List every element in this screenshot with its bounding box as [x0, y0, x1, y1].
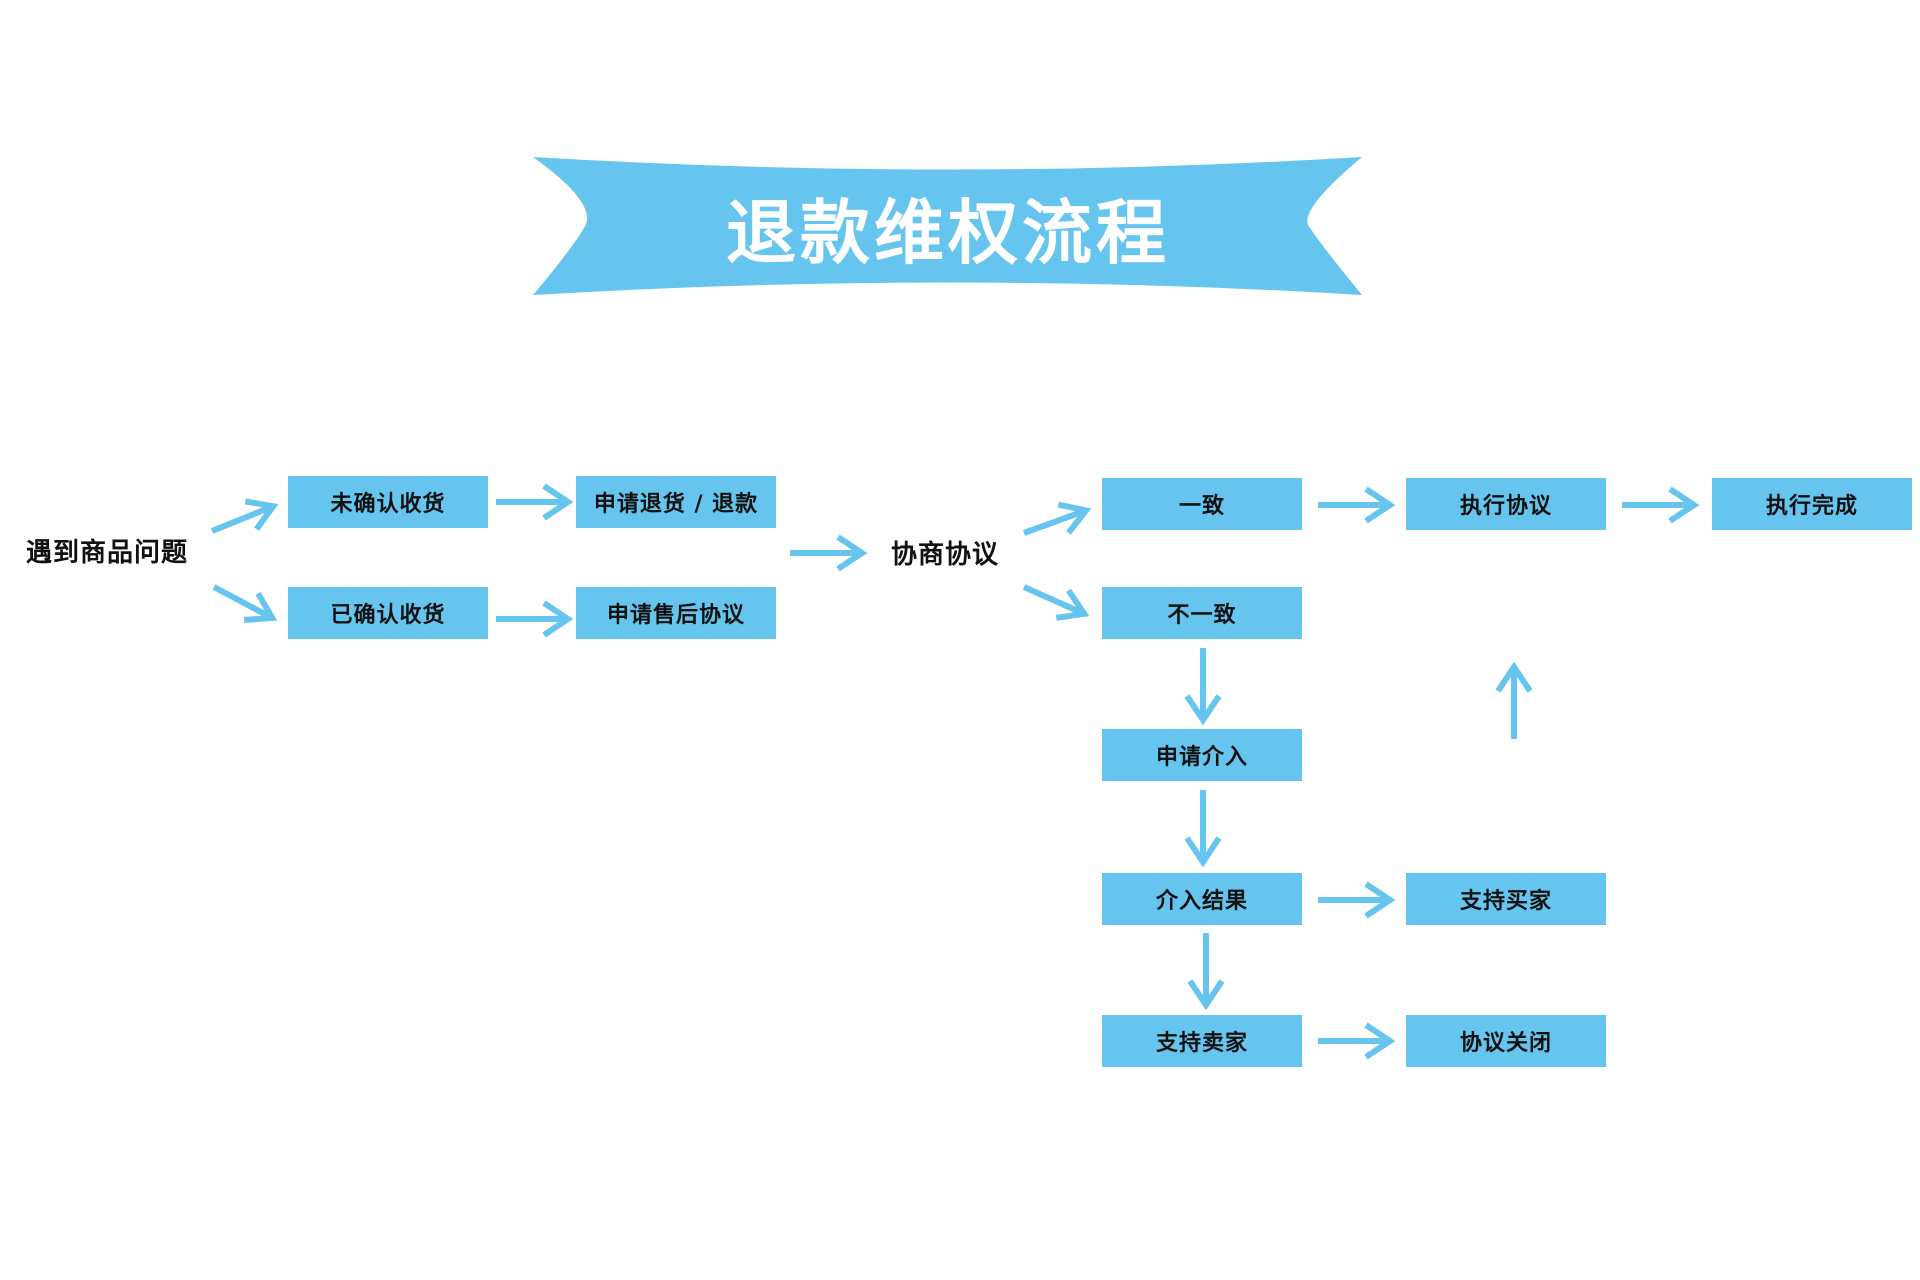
arrow-start-to-confirmed: [212, 584, 278, 623]
node-complete: 执行完成: [1712, 478, 1912, 530]
arrow-up-to-execute: [1498, 667, 1530, 739]
arrow-support-seller-to-close: [1318, 1025, 1390, 1057]
node-apply-aftersale: 申请售后协议: [576, 587, 776, 639]
arrow-apply-intervene-to-result: [1187, 790, 1219, 862]
arrow-execute-to-complete: [1622, 489, 1694, 521]
arrow-to-negotiate: [790, 537, 862, 569]
node-support-buyer: 支持买家: [1406, 873, 1606, 925]
node-apply-intervene: 申请介入: [1102, 729, 1302, 781]
arrow-negotiate-to-disagree: [1022, 584, 1090, 621]
arrow-negotiate-to-agree: [1022, 501, 1092, 536]
node-agree: 一致: [1102, 478, 1302, 530]
node-negotiate: 协商协议: [890, 539, 999, 570]
node-support-seller: 支持卖家: [1102, 1015, 1302, 1067]
page-title: 退款维权流程: [726, 191, 1170, 274]
arrow-result-to-support-seller: [1190, 933, 1222, 1005]
node-execute: 执行协议: [1406, 478, 1606, 530]
node-unconfirmed: 未确认收货: [288, 476, 488, 528]
arrow-agree-to-execute: [1318, 489, 1390, 521]
node-confirmed: 已确认收货: [288, 587, 488, 639]
node-start: 遇到商品问题: [25, 537, 188, 568]
node-intervene-result: 介入结果: [1102, 873, 1302, 925]
arrow-disagree-to-apply-intervene: [1187, 648, 1219, 720]
node-apply-return: 申请退货 / 退款: [576, 476, 776, 528]
arrow-unconfirmed-to-apply-return: [496, 486, 568, 518]
node-disagree: 不一致: [1102, 587, 1302, 639]
node-close: 协议关闭: [1406, 1015, 1606, 1067]
arrow-result-to-support-buyer: [1318, 884, 1390, 916]
arrow-start-to-unconfirmed: [210, 498, 279, 534]
arrow-confirmed-to-apply-aftersale: [496, 603, 568, 635]
